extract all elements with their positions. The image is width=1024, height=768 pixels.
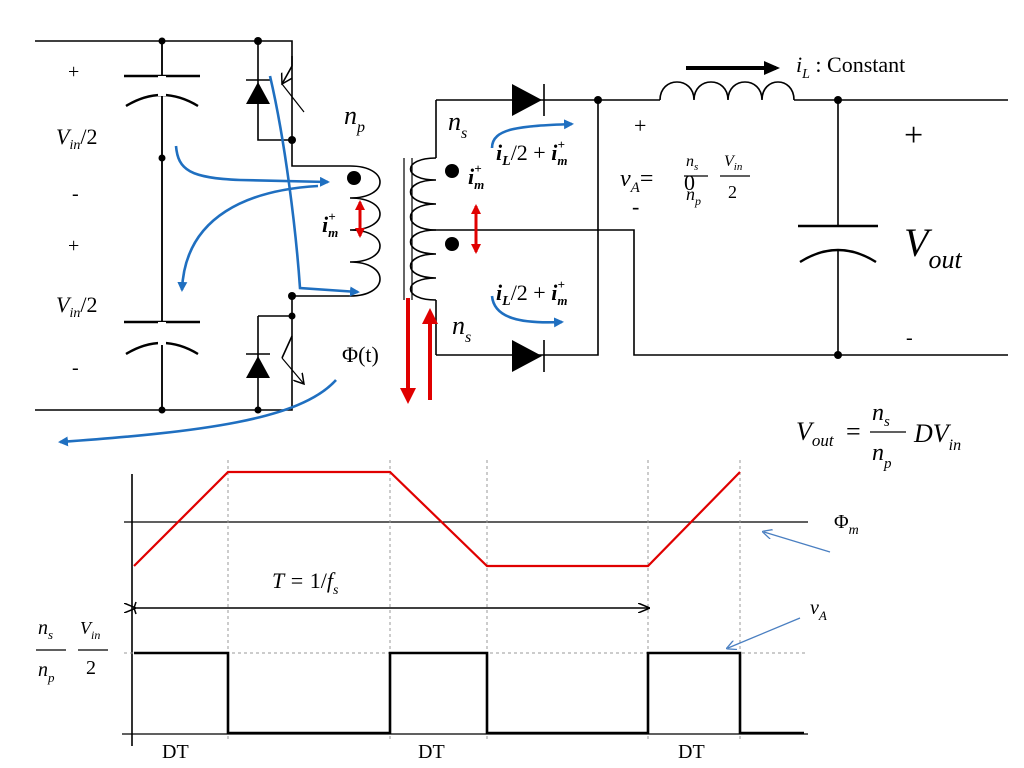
- svg-text:ns: ns: [872, 400, 890, 430]
- input-bottom-minus: -: [72, 357, 79, 379]
- va-level-label: ns np Vin 2: [36, 617, 108, 685]
- node-voltage-label: vA= 0 ns np Vin 2: [620, 153, 750, 208]
- svg-text:Vout: Vout: [796, 417, 835, 450]
- va-waveform: [134, 651, 804, 735]
- bottom-switch-diode: [246, 315, 292, 410]
- va-pointer-arrow: [728, 617, 801, 648]
- transformer-core: [403, 158, 413, 300]
- magnetizing-current-secondary-label: im+: [468, 161, 484, 192]
- top-switch-diode: [246, 41, 292, 141]
- input-bottom-source-label: Vin/2: [56, 292, 97, 321]
- secondary-current-bottom-label: iL/2 + im+: [496, 277, 567, 309]
- secondary-current-top-label: iL/2 + im+: [496, 137, 567, 169]
- primary-dot: [347, 171, 361, 185]
- va-minus: -: [632, 194, 639, 219]
- period-label: T = 1/fs: [272, 568, 339, 598]
- va-waveform-label: vA: [810, 597, 827, 623]
- magnetizing-current-primary-label: im+: [322, 209, 338, 240]
- circuit: + Vin/2 - + Vin/2 -: [35, 37, 1008, 472]
- svg-text:vA=: vA=: [620, 166, 653, 196]
- primary-turns-label: np: [344, 101, 365, 136]
- svg-text:np: np: [872, 440, 892, 472]
- output-capacitor: [798, 99, 1008, 356]
- va-plus: +: [634, 113, 646, 138]
- svg-text:=: =: [846, 417, 861, 446]
- top-switch: [282, 56, 305, 113]
- inductor-current-label: iL : Constant: [796, 52, 905, 82]
- svg-text:Vin: Vin: [80, 618, 100, 642]
- svg-text:np: np: [686, 184, 701, 208]
- secondary-winding-top: [409, 100, 459, 231]
- dt-label-1: DT: [162, 741, 189, 763]
- rectifier-diode-top: [436, 84, 598, 116]
- secondary-bottom-turns-label: ns: [452, 311, 471, 346]
- input-bottom-plus: +: [68, 235, 79, 257]
- transfer-equation: Vout = ns np DVin: [796, 400, 961, 472]
- input-top-minus: -: [72, 183, 79, 205]
- secondary-bottom-dot: [445, 237, 459, 251]
- svg-text:2: 2: [86, 657, 96, 679]
- svg-text:DVin: DVin: [913, 419, 961, 454]
- input-top-source-label: Vin/2: [56, 124, 97, 153]
- svg-text:ns: ns: [38, 617, 53, 642]
- output-voltage-label: Vout: [904, 220, 962, 274]
- dt-label-3: DT: [678, 741, 705, 763]
- secondary-top-dot: [445, 164, 459, 178]
- bottom-switch: [281, 335, 304, 384]
- flux-label: Φ(t): [342, 342, 379, 367]
- flux-amplitude-label: Φm: [834, 511, 859, 538]
- output-plus: +: [904, 117, 923, 154]
- svg-text:Vin: Vin: [724, 153, 743, 173]
- current-flow-paths: [58, 75, 574, 447]
- dt-label-2: DT: [418, 741, 445, 763]
- svg-text:0: 0: [684, 170, 695, 195]
- waveform-panel: T = 1/fs Φm vA ns np Vin 2 DT DT DT: [36, 460, 859, 763]
- svg-text:2: 2: [728, 182, 737, 202]
- secondary-top-turns-label: ns: [448, 107, 467, 142]
- primary-winding: [291, 140, 381, 316]
- flux-waveform: [133, 470, 741, 568]
- svg-text:np: np: [38, 659, 55, 685]
- input-top-plus: +: [68, 61, 79, 83]
- rectifier-diode-bottom: [436, 100, 599, 372]
- timing-dividers: [227, 460, 741, 740]
- flux-pointer-arrow: [764, 532, 831, 553]
- svg-text:ns: ns: [686, 153, 698, 173]
- output-minus: -: [906, 327, 913, 349]
